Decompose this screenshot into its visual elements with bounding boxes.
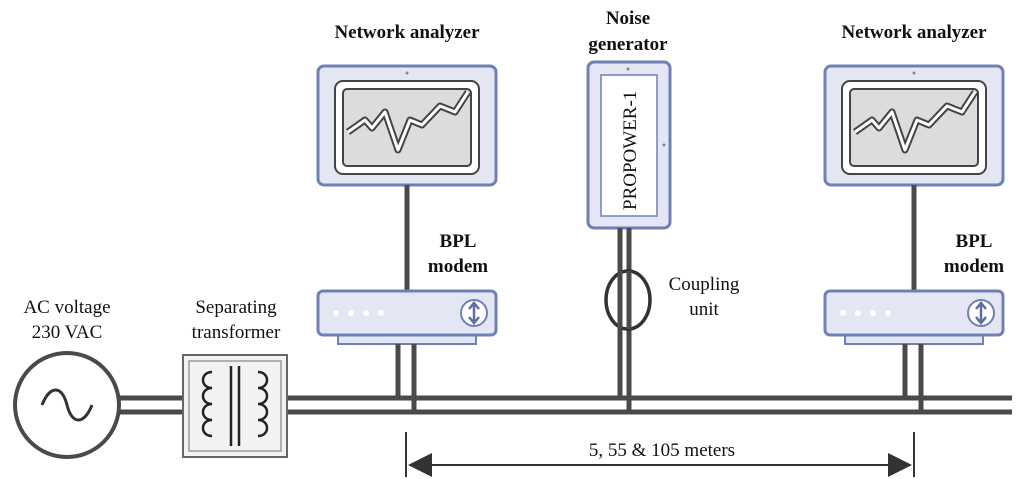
transformer-label-line1: Separating bbox=[195, 297, 277, 318]
transformer-label-line2: transformer bbox=[192, 322, 281, 343]
bpl-modem-right bbox=[823, 289, 1005, 345]
ac-source-label-line2: 230 VAC bbox=[32, 322, 103, 343]
modem-right-label-line1: BPL bbox=[956, 231, 993, 252]
network-analyzer-left bbox=[316, 64, 498, 187]
noise-generator-model-label: PROPOWER-1 bbox=[620, 91, 641, 210]
network-analyzer-right bbox=[823, 64, 1005, 187]
noise-generator-label-line2: generator bbox=[588, 34, 668, 55]
bpl-modem-left bbox=[316, 289, 498, 345]
noise-generator-device bbox=[586, 60, 672, 230]
separating-transformer bbox=[182, 354, 288, 458]
ac-source-label-line1: AC voltage bbox=[23, 297, 110, 318]
analyzer-right-title: Network analyzer bbox=[841, 22, 987, 43]
analyzer-left-title: Network analyzer bbox=[334, 22, 480, 43]
ac-voltage-source bbox=[13, 351, 121, 459]
modem-right-label-line2: modem bbox=[944, 256, 1004, 277]
distance-dimension bbox=[405, 432, 915, 477]
modem-left-label-line2: modem bbox=[428, 256, 488, 277]
distance-label: 5, 55 & 105 meters bbox=[589, 440, 735, 461]
modem-left-label-line1: BPL bbox=[440, 231, 477, 252]
coupling-unit-label-line1: Coupling bbox=[669, 274, 740, 295]
noise-generator-label-line1: Noise bbox=[606, 8, 650, 29]
coupling-unit-label-line2: unit bbox=[689, 299, 719, 320]
